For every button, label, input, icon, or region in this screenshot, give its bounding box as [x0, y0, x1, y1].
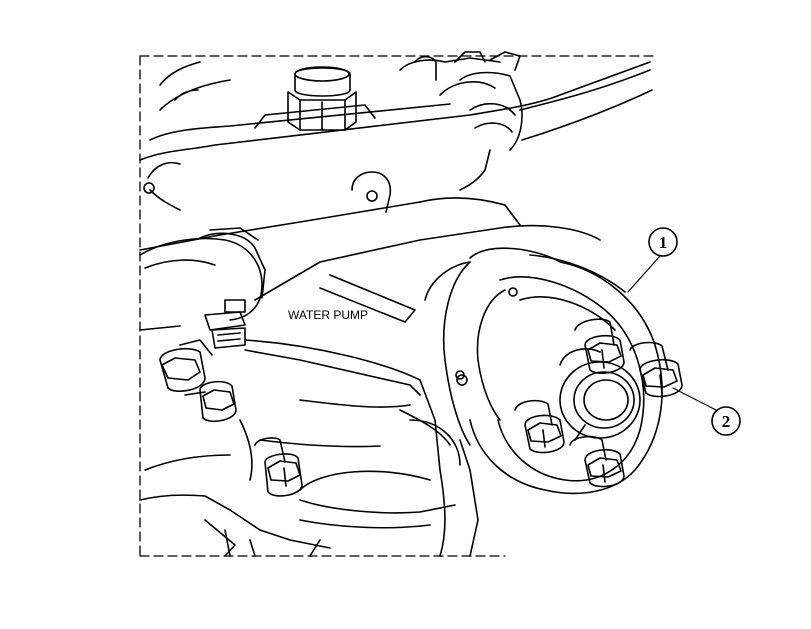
water-pump-label: WATER PUMP	[288, 308, 368, 322]
pump-bore	[559, 348, 641, 441]
callout-1: 1	[659, 233, 668, 252]
flange-cap-screws	[514, 318, 683, 488]
callout-2: 2	[722, 412, 731, 431]
pump-flange	[442, 247, 663, 495]
engine-block	[139, 61, 651, 557]
break-lines	[139, 55, 656, 557]
upper-hose	[399, 51, 653, 151]
callout-circle-1	[648, 227, 678, 257]
hex-plug	[287, 66, 357, 131]
callout-circle-2	[711, 406, 741, 436]
left-cap-screws	[159, 339, 303, 497]
leader-lines	[627, 255, 717, 411]
left-hose-clamp	[139, 227, 266, 349]
outlet-elbow	[224, 419, 461, 557]
pump-housing	[239, 224, 601, 557]
